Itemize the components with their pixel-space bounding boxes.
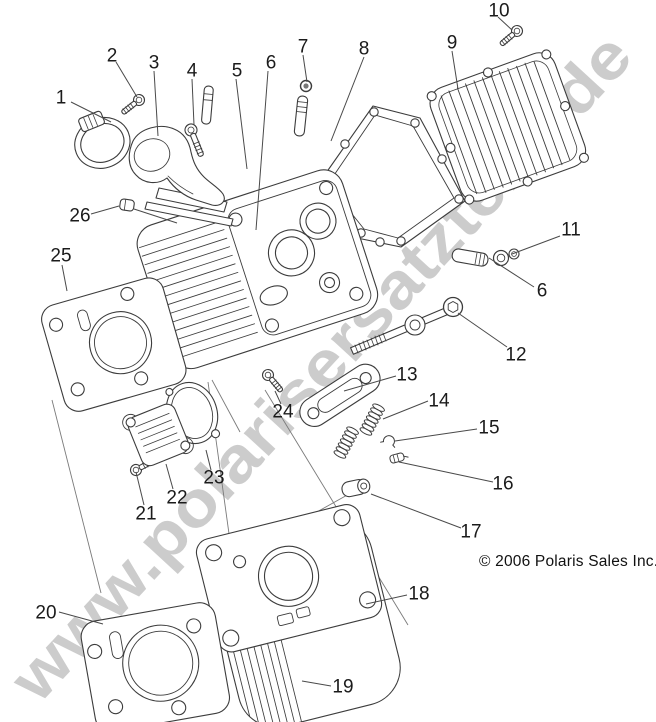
callout-20: 20 <box>35 602 57 624</box>
callout-11: 11 <box>561 219 581 241</box>
callout-16: 16 <box>492 473 514 495</box>
part-bolt-2 <box>119 92 147 117</box>
callout-26: 26 <box>69 205 91 227</box>
callout-4: 4 <box>186 60 198 82</box>
part-bolt-4 <box>183 122 207 158</box>
callout-12: 12 <box>505 344 527 366</box>
callout-19: 19 <box>332 676 354 698</box>
callout-2: 2 <box>106 45 118 67</box>
callout-3: 3 <box>148 52 160 74</box>
callout-13: 13 <box>396 364 418 386</box>
part-intake-boot <box>129 126 233 226</box>
part-head-stud <box>201 86 213 125</box>
callout-6-right: 6 <box>536 280 548 302</box>
part-cap-nut-7 <box>301 81 312 92</box>
part-stud-6-right <box>451 248 489 267</box>
part-clip-15 <box>381 433 398 447</box>
callout-24: 24 <box>272 401 294 423</box>
callout-6-top: 6 <box>265 52 277 74</box>
callout-9: 9 <box>446 32 458 54</box>
callout-25: 25 <box>50 245 72 267</box>
part-bolt-12 <box>351 298 463 355</box>
part-exhaust-flange-13 <box>294 359 385 432</box>
callout-21: 21 <box>135 503 157 525</box>
part-bolt-10 <box>497 23 524 48</box>
part-clip-16 <box>389 451 408 463</box>
part-hose-clamp <box>65 104 138 177</box>
part-dowel-17 <box>341 477 372 497</box>
part-base-gasket <box>79 600 232 722</box>
callout-7: 7 <box>297 36 309 58</box>
part-plug-26 <box>119 199 134 212</box>
callout-10: 10 <box>488 0 510 22</box>
callout-17: 17 <box>460 521 482 543</box>
part-valve-cover-gasket <box>319 106 465 247</box>
leader-lines <box>59 17 560 686</box>
part-stud-6-top <box>294 96 308 137</box>
part-spring-14 <box>359 402 385 436</box>
callout-15: 15 <box>478 417 500 439</box>
copyright-text: © 2006 Polaris Sales Inc. <box>479 553 656 570</box>
callout-5: 5 <box>231 60 243 82</box>
part-spring-14b <box>333 425 359 459</box>
part-head-gasket <box>38 274 189 414</box>
callout-23: 23 <box>203 467 225 489</box>
part-tensioner-cover-22 <box>120 396 196 472</box>
part-bolt-24 <box>260 367 285 394</box>
callout-14: 14 <box>428 390 450 412</box>
callout-8: 8 <box>358 38 370 60</box>
callout-22: 22 <box>166 487 188 509</box>
callout-1: 1 <box>55 87 67 109</box>
part-cylinder <box>193 502 408 722</box>
callout-18: 18 <box>408 583 430 605</box>
part-valve-cover <box>424 46 591 209</box>
